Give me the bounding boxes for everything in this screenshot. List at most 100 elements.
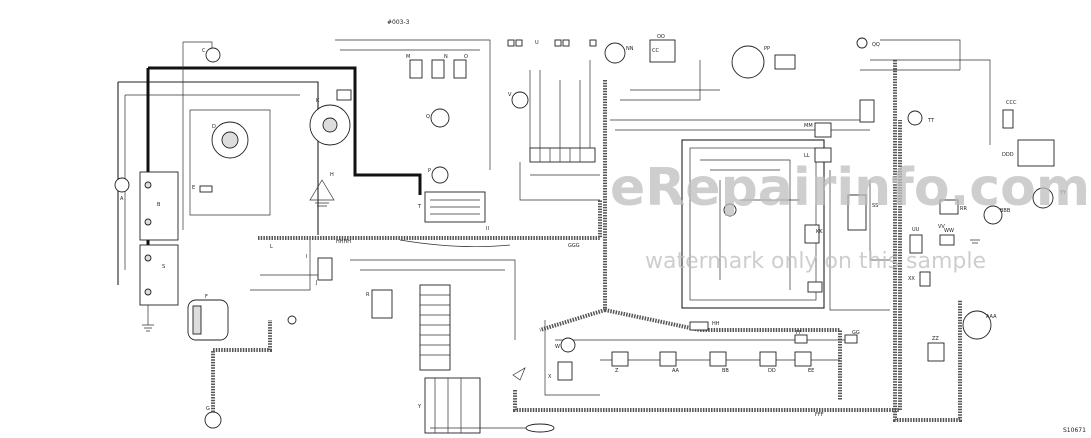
component-b-lower bbox=[139, 244, 179, 306]
connector-strip bbox=[529, 147, 596, 163]
component-zz bbox=[927, 342, 945, 362]
component-kk bbox=[804, 224, 820, 244]
component-label-zz: ZZ bbox=[932, 336, 939, 342]
component-ee bbox=[794, 351, 812, 367]
lower-centre-section bbox=[430, 120, 902, 433]
component-bbb bbox=[983, 205, 1003, 225]
component-label-bb: BB bbox=[722, 368, 729, 374]
component-xx bbox=[919, 271, 931, 287]
component-label-ee: EE bbox=[808, 368, 814, 374]
component-hh bbox=[689, 321, 709, 331]
watermark-sub: watermark only on this sample bbox=[645, 249, 986, 274]
component-label-gg: GG bbox=[852, 330, 860, 336]
component-label-x: X bbox=[548, 374, 552, 380]
component-g bbox=[204, 411, 222, 429]
component-label-r: R bbox=[366, 292, 370, 298]
component-label-v: V bbox=[508, 92, 512, 98]
component-label-b: B bbox=[157, 202, 161, 208]
component-label-u: U bbox=[535, 40, 539, 46]
component-label-a: A bbox=[120, 196, 124, 202]
component-j bbox=[317, 257, 333, 281]
component-label-ff: FF bbox=[796, 330, 802, 336]
component-label-ii: II bbox=[486, 226, 489, 232]
component-label-w: W bbox=[555, 344, 560, 350]
component-label-f: F bbox=[205, 294, 208, 300]
left-section bbox=[114, 41, 422, 429]
component-label-k: K bbox=[316, 98, 320, 104]
component-e bbox=[199, 185, 213, 193]
component-ss bbox=[847, 194, 867, 231]
component-label-fff: FFF bbox=[815, 412, 824, 418]
component-pp bbox=[731, 45, 765, 79]
component-label-y: Y bbox=[417, 404, 422, 410]
fuse-panel-x bbox=[419, 284, 451, 371]
component-label-o: O bbox=[464, 54, 468, 60]
component-label-c: C bbox=[202, 48, 206, 54]
component-label-g: G bbox=[206, 406, 210, 412]
component-label-j: J bbox=[315, 280, 317, 286]
component-gg bbox=[844, 334, 858, 344]
component-c bbox=[205, 47, 221, 63]
component-label-pp: PP bbox=[764, 46, 770, 52]
component-m bbox=[409, 59, 423, 79]
connector-y bbox=[424, 377, 481, 434]
component-nn bbox=[604, 42, 626, 64]
component-label-kk: KK bbox=[816, 229, 823, 235]
component-ss-top bbox=[859, 99, 875, 123]
component-n bbox=[431, 59, 445, 79]
component-label-dd: DD bbox=[768, 368, 776, 374]
label-layer: A B C D E F G H I J K L M N O P Q R S T U V W X Y Z AA BB CC DD EE FF GG… bbox=[120, 34, 1067, 418]
component-bbb-gauge bbox=[1032, 187, 1054, 209]
part-number: S10671 bbox=[1063, 427, 1086, 434]
component-label-yy: YY bbox=[1059, 190, 1067, 196]
component-uu bbox=[909, 234, 923, 254]
component-label-z: Z bbox=[615, 368, 619, 374]
component-x bbox=[557, 361, 573, 381]
component-label-ll: LL bbox=[804, 153, 810, 159]
component-o bbox=[453, 59, 467, 79]
component-dd bbox=[759, 351, 777, 367]
centre-left-section bbox=[258, 39, 602, 434]
component-bb bbox=[709, 351, 727, 367]
component-label-rr: RR bbox=[960, 206, 967, 212]
instrument-cluster bbox=[681, 139, 825, 309]
component-v bbox=[511, 91, 529, 109]
component-label-m: M bbox=[406, 54, 410, 60]
component-qq bbox=[856, 37, 868, 49]
component-label-s: S bbox=[162, 264, 165, 270]
component-label-l: L bbox=[270, 244, 273, 250]
component-label-i: I bbox=[306, 254, 307, 260]
component-oo bbox=[649, 39, 676, 63]
component-label-h: H bbox=[330, 172, 334, 178]
component-label-n: N bbox=[444, 54, 448, 60]
component-label-p: P bbox=[428, 168, 431, 174]
component-label-qq: QQ bbox=[872, 42, 880, 48]
figure-code: #003-3 bbox=[387, 19, 410, 26]
component-label-aa: AA bbox=[672, 368, 680, 374]
component-ww bbox=[939, 234, 955, 246]
component-label-mm: MM bbox=[804, 123, 813, 129]
component-label-hh: HH bbox=[712, 321, 720, 327]
component-label-oo: OO bbox=[657, 34, 665, 40]
watermark-main: eRepairinfo.com bbox=[610, 158, 1090, 218]
component-label-q: Q bbox=[426, 114, 430, 120]
component-label-bbb: BBB bbox=[1000, 208, 1011, 214]
component-label-ss: SS bbox=[872, 203, 878, 209]
component-label-vv: VV bbox=[938, 224, 945, 230]
component-ff bbox=[794, 334, 808, 344]
component-label-nn: NN bbox=[626, 46, 634, 52]
component-label-cc: CC bbox=[652, 48, 659, 54]
component-y-bottom bbox=[525, 423, 555, 433]
component-label-aaa: AAA bbox=[986, 314, 997, 320]
component-jj bbox=[807, 281, 823, 293]
component-label-ggg: GGG bbox=[568, 243, 580, 249]
component-label-tt: TT bbox=[927, 118, 935, 124]
component-r bbox=[371, 289, 393, 319]
component-label-hhhh: HHHH bbox=[336, 239, 351, 245]
component-label-t: T bbox=[417, 204, 422, 210]
component-label-d: D bbox=[212, 124, 216, 130]
component-label-e: E bbox=[192, 185, 195, 191]
component-pp-plug bbox=[774, 54, 796, 70]
